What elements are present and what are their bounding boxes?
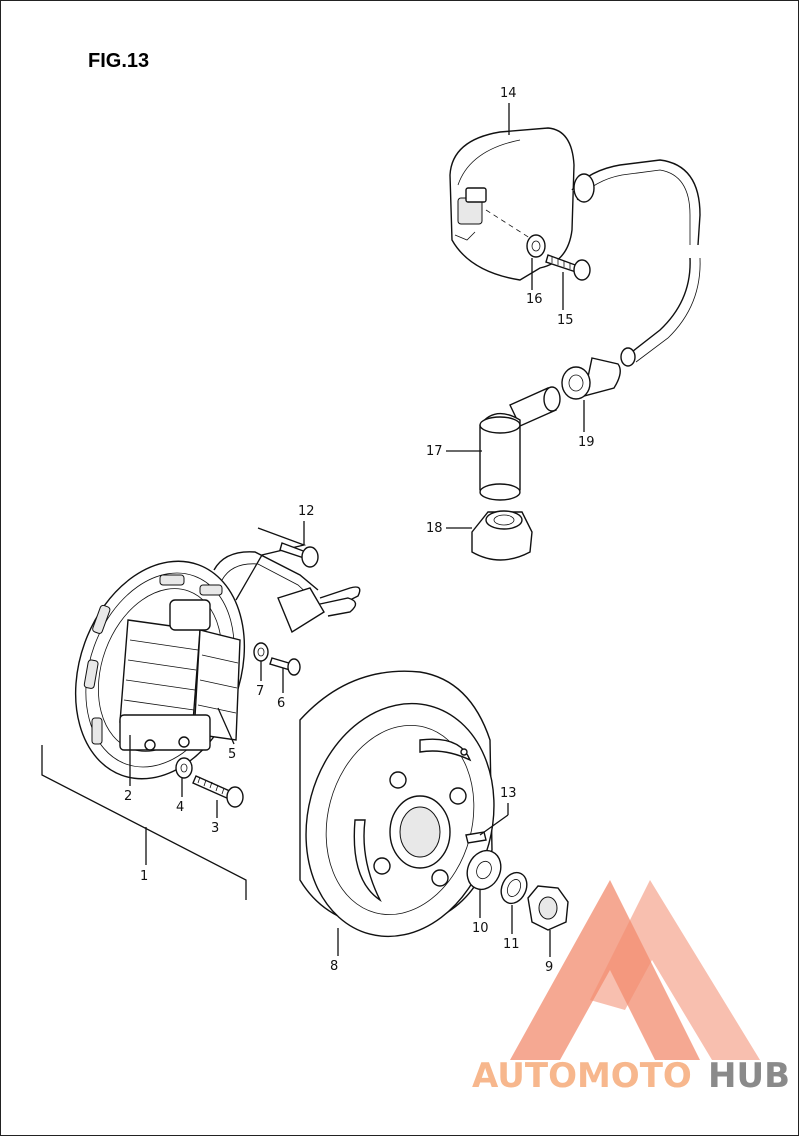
part-8-flywheel-rotor <box>299 670 495 938</box>
label-12: 12 <box>298 504 315 519</box>
label-16: 16 <box>526 292 543 307</box>
label-2: 2 <box>124 789 132 804</box>
label-5: 5 <box>228 747 236 762</box>
label-17: 17 <box>426 444 443 459</box>
label-18: 18 <box>426 521 443 536</box>
label-13: 13 <box>500 786 517 801</box>
part-19-lead-cap <box>561 357 621 400</box>
part-7-washer <box>253 642 269 662</box>
part-16-washer <box>526 234 546 258</box>
label-8: 8 <box>330 959 338 974</box>
part-5-coil <box>119 599 241 751</box>
label-19: 19 <box>578 435 595 450</box>
label-14: 14 <box>500 86 517 101</box>
part-18-rubber-cover <box>471 510 533 561</box>
label-9: 9 <box>545 960 553 975</box>
part-10-washer <box>466 849 502 891</box>
group-bracket-1 <box>41 745 247 900</box>
part-6-screw <box>269 657 301 676</box>
watermark-text-hub: HUB <box>708 1056 790 1096</box>
part-3-screw <box>192 775 244 808</box>
label-11: 11 <box>503 937 520 952</box>
part-9-nut <box>527 885 569 931</box>
label-6: 6 <box>277 696 285 711</box>
part-12-screw <box>279 542 319 568</box>
stator-wire-harness <box>213 551 361 634</box>
part-11-lock-washer <box>500 871 528 905</box>
part-14-ignition-coil <box>449 127 701 281</box>
part-17-plug-cap <box>479 386 561 501</box>
label-3: 3 <box>211 821 219 836</box>
watermark-text-automoto: AUTOMOTO <box>472 1056 692 1096</box>
label-15: 15 <box>557 313 574 328</box>
label-1: 1 <box>140 869 148 884</box>
label-4: 4 <box>176 800 184 815</box>
figure-title: FIG.13 <box>88 50 149 72</box>
part-15-screw <box>545 254 591 281</box>
label-7: 7 <box>256 684 264 699</box>
label-10: 10 <box>472 921 489 936</box>
automotohub-watermark-logo <box>510 880 760 1060</box>
hv-lead <box>627 257 691 356</box>
part-4-washer <box>175 757 193 779</box>
